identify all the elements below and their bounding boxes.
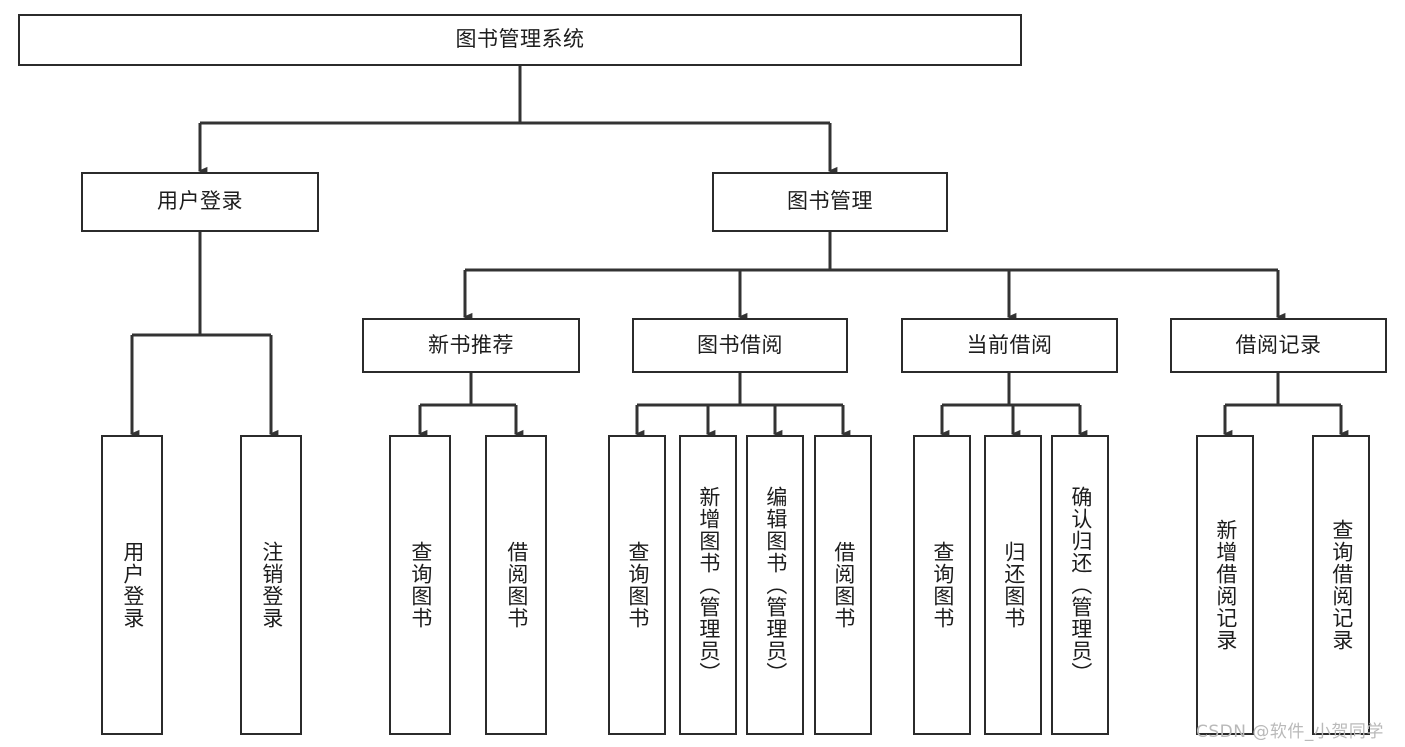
leaf-node-10-label: 确认归还（管理员） (1068, 486, 1093, 684)
leaf-node-1-label: 注销登录 (259, 541, 284, 629)
leaf-node-5-label: 新增图书（管理员） (696, 486, 721, 684)
leaf-node-5[interactable]: 新增图书（管理员） (679, 435, 737, 735)
csdn-watermark: CSDN @软件_小贺同学 (1196, 722, 1384, 742)
level3-node-1-label: 图书借阅 (697, 332, 783, 357)
level3-node-0[interactable]: 新书推荐 (362, 318, 580, 373)
leaf-node-3-label: 借阅图书 (504, 541, 529, 629)
leaf-node-7[interactable]: 借阅图书 (814, 435, 872, 735)
level2-node-1-label: 图书管理 (787, 189, 873, 214)
leaf-node-9-label: 归还图书 (1001, 541, 1026, 629)
leaf-node-6-label: 编辑图书（管理员） (763, 486, 788, 684)
leaf-node-1[interactable]: 注销登录 (240, 435, 302, 735)
leaf-node-11[interactable]: 新增借阅记录 (1196, 435, 1254, 735)
level2-node-0[interactable]: 用户登录 (81, 172, 319, 232)
leaf-node-2-label: 查询图书 (408, 541, 433, 629)
leaf-node-0-label: 用户登录 (120, 541, 145, 629)
leaf-node-6[interactable]: 编辑图书（管理员） (746, 435, 804, 735)
leaf-node-2[interactable]: 查询图书 (389, 435, 451, 735)
leaf-node-11-label: 新增借阅记录 (1213, 519, 1238, 651)
level3-node-2[interactable]: 当前借阅 (901, 318, 1118, 373)
leaf-node-0[interactable]: 用户登录 (101, 435, 163, 735)
level3-node-3[interactable]: 借阅记录 (1170, 318, 1387, 373)
level3-node-1[interactable]: 图书借阅 (632, 318, 848, 373)
leaf-node-12-label: 查询借阅记录 (1329, 519, 1354, 651)
leaf-node-3[interactable]: 借阅图书 (485, 435, 547, 735)
level2-node-1[interactable]: 图书管理 (712, 172, 948, 232)
leaf-node-9[interactable]: 归还图书 (984, 435, 1042, 735)
level3-node-3-label: 借阅记录 (1235, 332, 1322, 357)
level3-node-2-label: 当前借阅 (966, 332, 1053, 357)
level3-node-0-label: 新书推荐 (428, 332, 514, 357)
level2-node-0-label: 用户登录 (157, 189, 243, 214)
root-node-0-label: 图书管理系统 (455, 27, 585, 52)
leaf-node-8-label: 查询图书 (930, 541, 955, 629)
leaf-node-7-label: 借阅图书 (831, 541, 856, 629)
leaf-node-4-label: 查询图书 (625, 541, 650, 629)
leaf-node-12[interactable]: 查询借阅记录 (1312, 435, 1370, 735)
leaf-node-8[interactable]: 查询图书 (913, 435, 971, 735)
leaf-node-4[interactable]: 查询图书 (608, 435, 666, 735)
leaf-node-10[interactable]: 确认归还（管理员） (1051, 435, 1109, 735)
root-node-0[interactable]: 图书管理系统 (18, 14, 1022, 66)
